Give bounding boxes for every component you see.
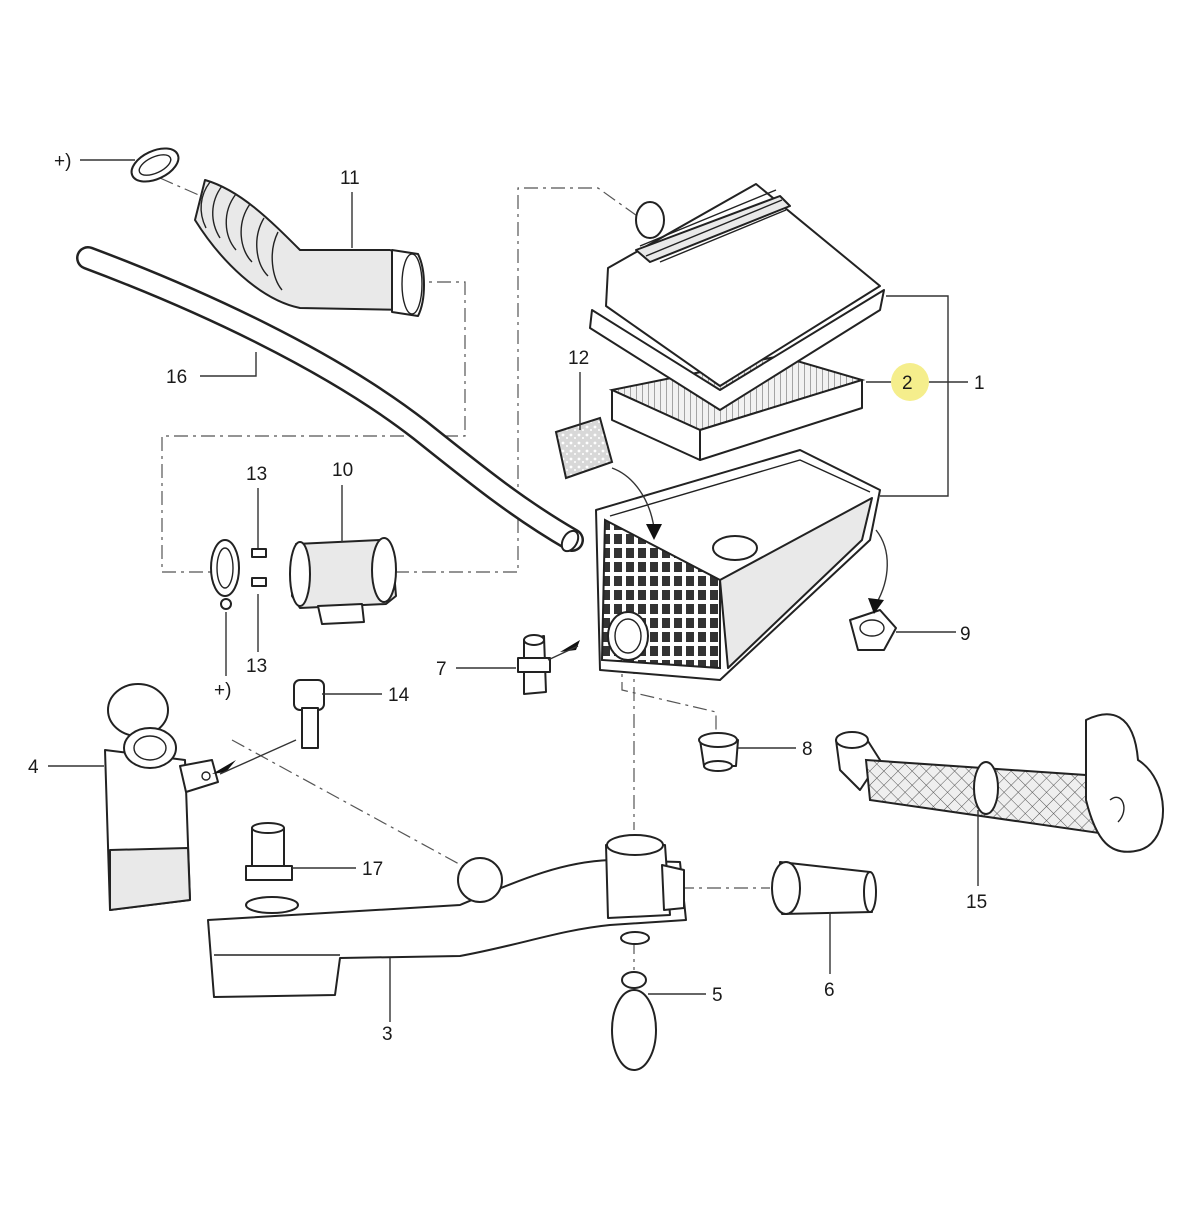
callout-plus-bottom: +)	[214, 680, 231, 701]
callout-17: 17	[362, 859, 383, 880]
part-15-breather-hose	[835, 713, 1164, 853]
callout-12: 12	[568, 348, 589, 369]
callout-6: 6	[824, 980, 835, 1001]
part-5-rubber-valve	[611, 971, 657, 1071]
part-3-intake-duct	[207, 834, 687, 998]
assembly-dash-lines	[159, 177, 770, 970]
part-11-intake-bellows	[130, 147, 425, 317]
callout-8: 8	[802, 739, 813, 760]
part-9-grommet	[849, 609, 897, 651]
callout-11: 11	[340, 168, 360, 189]
part-8-rubber-mount	[698, 732, 739, 772]
callout-plus-top: +)	[54, 151, 71, 172]
callout-13-bottom: 13	[246, 656, 267, 677]
callout-labels: +) 11 16 12 2 1 13 10 13 +) 7 9 14 8 4 1…	[28, 151, 987, 1045]
highlight-marker	[891, 363, 929, 401]
callout-13-top: 13	[246, 464, 267, 485]
callout-leader-lines	[48, 159, 979, 1022]
part-1-air-cleaner-housing	[589, 183, 885, 681]
part-16-hose	[76, 246, 584, 553]
callout-4: 4	[28, 757, 39, 778]
callout-10: 10	[332, 460, 353, 481]
callout-3: 3	[382, 1024, 393, 1045]
callout-9: 9	[960, 624, 971, 645]
callout-15: 15	[966, 892, 987, 913]
part-14-bolt	[293, 679, 325, 749]
callout-1: 1	[974, 373, 985, 394]
callout-14: 14	[388, 685, 410, 706]
callout-2: 2	[902, 373, 913, 394]
assembly-arrows	[212, 467, 888, 775]
part-12-foam-insert	[554, 416, 614, 480]
callout-5: 5	[712, 985, 723, 1006]
callout-16: 16	[166, 367, 187, 388]
part-17-valve	[245, 822, 299, 914]
part-7-valve	[517, 634, 551, 695]
part-4-intake-snorkel	[104, 683, 219, 911]
part-6-sleeve	[771, 861, 877, 915]
callout-7: 7	[436, 659, 447, 680]
part-10-air-mass-meter	[210, 537, 397, 625]
